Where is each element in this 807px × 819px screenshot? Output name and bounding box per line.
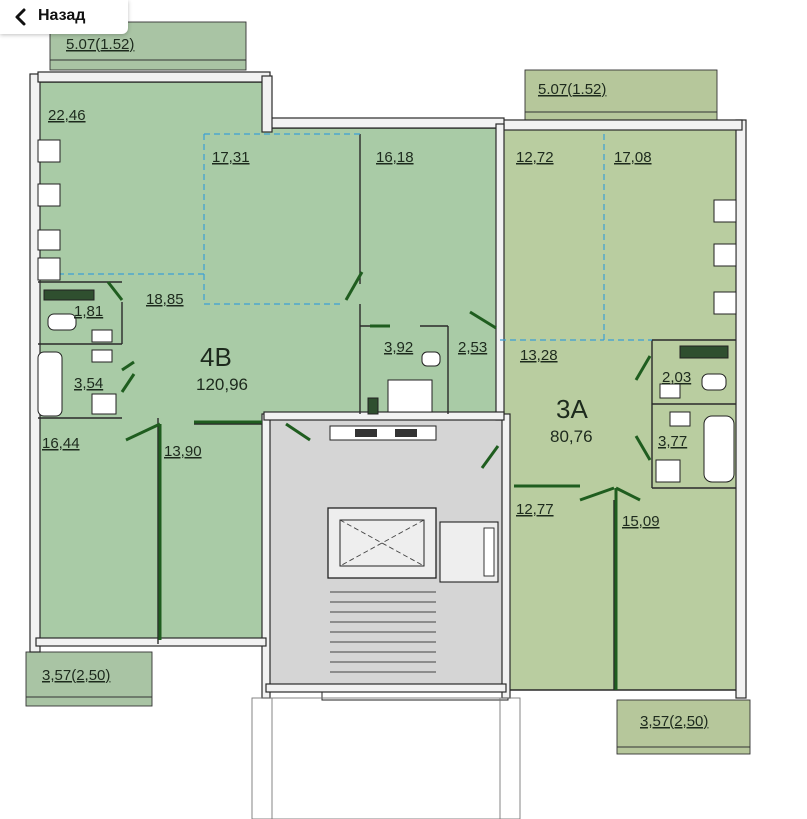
stove-icon [37, 139, 61, 163]
room-area-label: 12,72 [516, 149, 554, 166]
room-area-label: 18,85 [146, 291, 184, 308]
room-area-label: 3,92 [384, 339, 413, 356]
back-button-label: Назад [38, 7, 86, 24]
room-area-label: 13,28 [520, 347, 558, 364]
entrance-canopy [251, 697, 521, 819]
elevator-shaft [327, 507, 437, 579]
room-area-label: 16,44 [42, 435, 80, 452]
balcony-4b-bottom[interactable] [25, 651, 153, 707]
room-area-label: 5.07(1.52) [538, 81, 606, 98]
room-area-label: 2,53 [458, 339, 487, 356]
bathtub-icon-3a [703, 415, 735, 483]
room-area-label: 3,57(2,50) [640, 713, 708, 730]
room-area-label: 2,03 [662, 369, 691, 386]
room-area-label: 3,77 [658, 433, 687, 450]
back-button[interactable]: Назад [0, 0, 128, 34]
bathtub-icon [37, 351, 63, 417]
room-area-label: 5.07(1.52) [66, 36, 134, 53]
room-area-label: 1,81 [74, 303, 103, 320]
duct-block [329, 425, 437, 441]
apartment-number: 4B [200, 342, 232, 372]
walls [29, 71, 747, 699]
room-area-label: 17,31 [212, 149, 250, 166]
room-area-label: 12,77 [516, 501, 554, 518]
apartment-number: 3A [556, 394, 588, 424]
apartment-3a[interactable] [500, 128, 742, 690]
room-area-label: 13,90 [164, 443, 202, 460]
room-area-label: 22,46 [48, 107, 86, 124]
stair-flight [330, 591, 436, 673]
shower-icon [387, 379, 433, 413]
room-labels: 5.07(1.52) 22,46 17,31 16,18 18,85 1,81 … [42, 36, 708, 730]
room-area-label: 3,57(2,50) [42, 667, 110, 684]
room-area-label: 16,18 [376, 149, 414, 166]
stair-core [269, 417, 509, 701]
balcony-3a-top[interactable] [524, 69, 718, 121]
elevator-cabin [339, 519, 425, 567]
room-area-label: 15,09 [622, 513, 660, 530]
doors [106, 271, 652, 690]
zone-boundaries [38, 133, 652, 341]
chevron-left-icon [15, 8, 26, 26]
room-area-label: 3,54 [74, 375, 103, 392]
fixtures [37, 139, 737, 483]
room-area-label: 17,08 [614, 149, 652, 166]
toilet-icon [47, 313, 77, 331]
apartment-total-area: 80,76 [550, 427, 593, 446]
apartment-total-area: 120,96 [196, 375, 248, 394]
balcony-3a-bottom[interactable] [616, 699, 751, 755]
apartment-4b[interactable] [38, 82, 500, 644]
